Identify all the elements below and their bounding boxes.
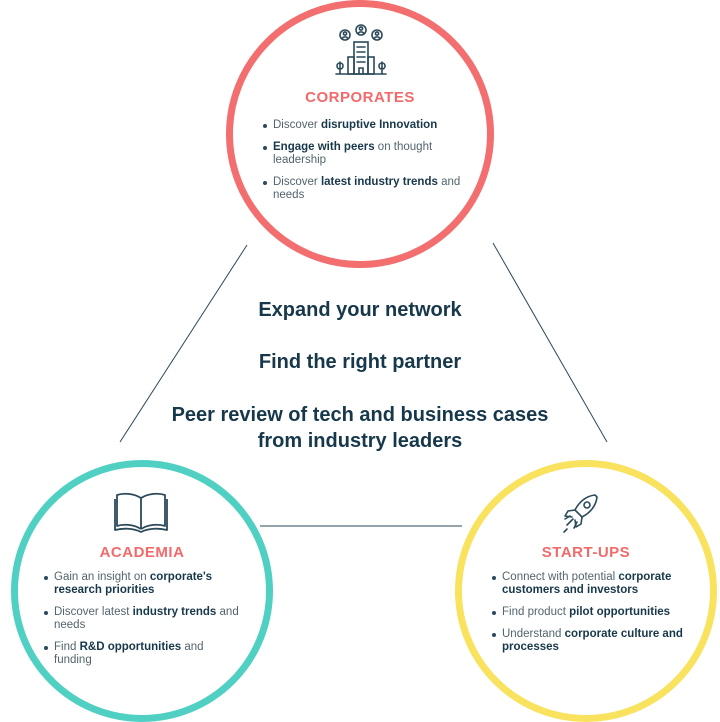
startups-circle: START-UPS Connect with potential corpora… bbox=[455, 460, 717, 722]
corporates-heading: CORPORATES bbox=[305, 89, 415, 106]
list-item: Gain an insight on corporate's research … bbox=[44, 571, 244, 597]
academia-benefits-list: Gain an insight on corporate's research … bbox=[44, 571, 244, 676]
academia-circle: ACADEMIA Gain an insight on corporate's … bbox=[11, 460, 273, 722]
open-book-icon bbox=[114, 492, 168, 533]
list-item: Discover latest industry trends and need… bbox=[263, 176, 478, 202]
center-line-network: Expand your network bbox=[258, 299, 462, 321]
list-item: Understand corporate culture and process… bbox=[492, 628, 697, 654]
list-item: Engage with peers on thought leadership bbox=[263, 141, 478, 167]
rocket-icon bbox=[563, 494, 598, 533]
startups-benefits-list: Connect with potential corporate custome… bbox=[492, 571, 697, 663]
center-line-partner: Find the right partner bbox=[258, 351, 462, 373]
list-item: Find R&D opportunities and funding bbox=[44, 641, 244, 667]
corporates-circle: CORPORATES Discover disruptive Innovatio… bbox=[226, 0, 494, 268]
connector-left bbox=[119, 244, 248, 443]
connector-right bbox=[492, 242, 608, 443]
startups-heading: START-UPS bbox=[541, 544, 631, 561]
corporates-benefits-list: Discover disruptive Innovation Engage wi… bbox=[263, 119, 478, 211]
list-item: Discover latest industry trends and need… bbox=[44, 606, 244, 632]
list-item: Discover disruptive Innovation bbox=[263, 119, 478, 132]
center-line-peer-review-2: from industry leaders bbox=[257, 430, 463, 452]
academia-heading: ACADEMIA bbox=[99, 544, 185, 561]
list-item: Find product pilot opportunities bbox=[492, 606, 697, 619]
corporate-building-people-icon bbox=[335, 24, 387, 75]
list-item: Connect with potential corporate custome… bbox=[492, 571, 697, 597]
center-line-peer-review-1: Peer review of tech and business cases bbox=[171, 404, 549, 426]
